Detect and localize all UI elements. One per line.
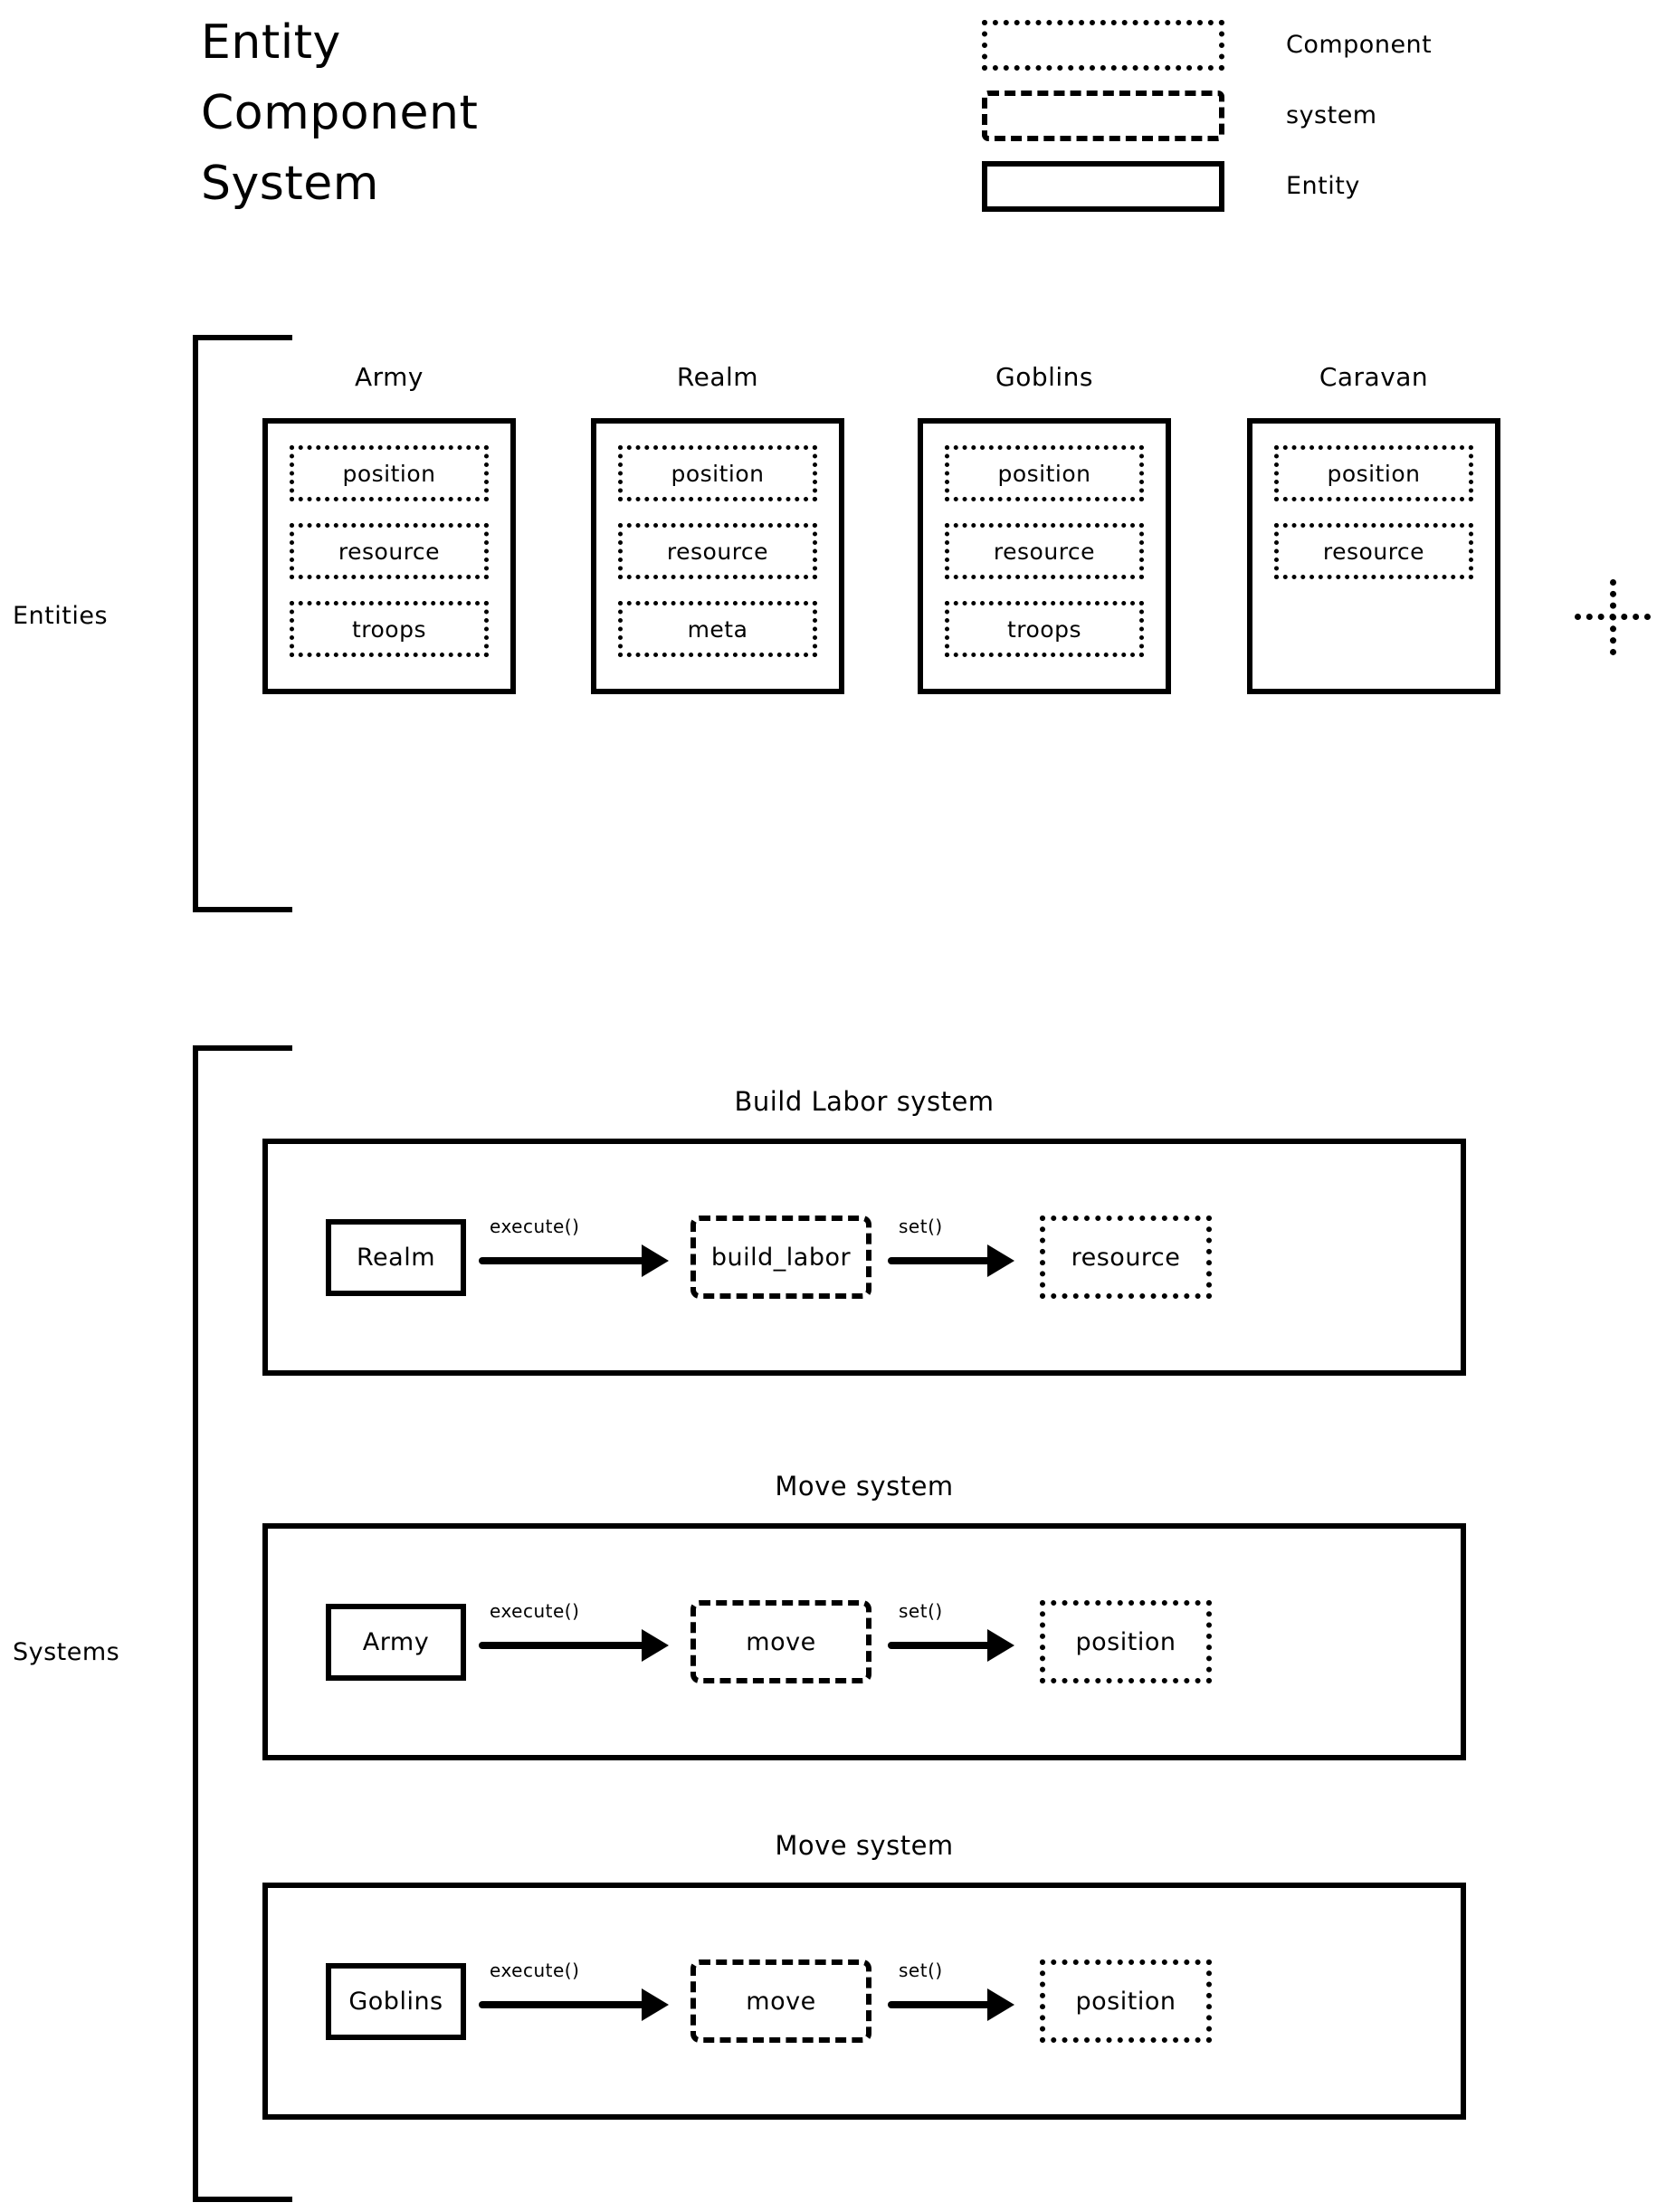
- execute-arrow-label: execute(): [490, 1216, 580, 1237]
- component-chip[interactable]: meta: [618, 601, 817, 657]
- arrow-shaft: [888, 2001, 992, 2008]
- legend-item-component: Component: [982, 13, 1543, 83]
- system-title: Build Labor system: [734, 1086, 995, 1117]
- entity-caption: Goblins: [995, 362, 1093, 392]
- entity-caption: Caravan: [1319, 362, 1429, 392]
- title-line-3: System: [201, 157, 379, 211]
- arrow-shaft: [479, 1257, 646, 1264]
- page-title: Entity Component System: [201, 7, 581, 219]
- plus-vertical-bar: [1610, 579, 1616, 655]
- arrow-shaft: [479, 2001, 646, 2008]
- dotted-plus-icon: [1575, 579, 1651, 655]
- system-box[interactable]: Goblins execute() move set() position: [262, 1883, 1466, 2120]
- entity-box[interactable]: position resource meta: [591, 418, 844, 694]
- component-chip[interactable]: position: [1274, 445, 1473, 501]
- systems-section-label: Systems: [13, 1638, 120, 1666]
- legend: Component system Entity: [982, 13, 1543, 224]
- flow-entity-box[interactable]: Realm: [326, 1218, 466, 1296]
- title-line-2: Component: [201, 86, 479, 140]
- legend-label-system: system: [1286, 101, 1377, 129]
- flow-system-box[interactable]: move: [690, 1959, 871, 2043]
- title-line-1: Entity: [201, 15, 341, 70]
- flow-component-box[interactable]: resource: [1040, 1216, 1212, 1299]
- system-flow: Army execute() move set() position: [268, 1600, 1471, 1683]
- component-chip[interactable]: resource: [945, 523, 1144, 579]
- arrow-head-icon: [987, 1244, 1014, 1277]
- system-box[interactable]: Realm execute() build_labor set() resour…: [262, 1139, 1466, 1376]
- dotted-rectangle-icon: [982, 20, 1224, 71]
- set-arrow: set(): [888, 1959, 1024, 2028]
- arrow-head-icon: [642, 1629, 669, 1662]
- arrow-head-icon: [987, 1988, 1014, 2021]
- entity-box[interactable]: position resource troops: [918, 418, 1171, 694]
- component-chip[interactable]: position: [945, 445, 1144, 501]
- execute-arrow: execute(): [479, 1959, 678, 2028]
- component-chip[interactable]: troops: [945, 601, 1144, 657]
- flow-entity-box[interactable]: Goblins: [326, 1962, 466, 2040]
- execute-arrow-label: execute(): [490, 1600, 580, 1622]
- system-title: Move system: [775, 1471, 954, 1502]
- component-chip[interactable]: troops: [290, 601, 489, 657]
- component-chip[interactable]: resource: [290, 523, 489, 579]
- legend-item-system: system: [982, 83, 1543, 154]
- legend-item-entity: Entity: [982, 154, 1543, 224]
- arrow-shaft: [888, 1257, 992, 1264]
- flow-component-box[interactable]: position: [1040, 1959, 1212, 2043]
- component-chip[interactable]: resource: [1274, 523, 1473, 579]
- execute-arrow: execute(): [479, 1216, 678, 1284]
- entity-caption: Realm: [676, 362, 759, 392]
- set-arrow: set(): [888, 1600, 1024, 1669]
- component-chip[interactable]: position: [618, 445, 817, 501]
- entity-caption: Army: [354, 362, 424, 392]
- solid-rectangle-icon: [982, 161, 1224, 212]
- set-arrow: set(): [888, 1216, 1024, 1284]
- flow-component-box[interactable]: position: [1040, 1600, 1212, 1683]
- system-flow: Realm execute() build_labor set() resour…: [268, 1216, 1471, 1299]
- arrow-head-icon: [987, 1629, 1014, 1662]
- arrow-shaft: [888, 1642, 992, 1649]
- component-chip[interactable]: resource: [618, 523, 817, 579]
- legend-label-entity: Entity: [1286, 172, 1360, 200]
- system-box[interactable]: Army execute() move set() position: [262, 1523, 1466, 1760]
- set-arrow-label: set(): [899, 1216, 943, 1237]
- entities-bracket: [193, 335, 292, 912]
- arrow-head-icon: [642, 1988, 669, 2021]
- set-arrow-label: set(): [899, 1600, 943, 1622]
- component-chip[interactable]: position: [290, 445, 489, 501]
- entity-box[interactable]: position resource troops: [262, 418, 516, 694]
- dashed-rounded-rectangle-icon: [982, 91, 1224, 141]
- arrow-head-icon: [642, 1244, 669, 1277]
- flow-entity-box[interactable]: Army: [326, 1603, 466, 1681]
- entity-box[interactable]: position resource: [1247, 418, 1500, 694]
- flow-system-box[interactable]: build_labor: [690, 1216, 871, 1299]
- execute-arrow-label: execute(): [490, 1959, 580, 1981]
- arrow-shaft: [479, 1642, 646, 1649]
- set-arrow-label: set(): [899, 1959, 943, 1981]
- system-flow: Goblins execute() move set() position: [268, 1959, 1471, 2043]
- entities-section-label: Entities: [13, 602, 109, 630]
- system-title: Move system: [775, 1830, 954, 1861]
- legend-label-component: Component: [1286, 31, 1433, 59]
- systems-bracket: [193, 1045, 292, 2202]
- flow-system-box[interactable]: move: [690, 1600, 871, 1683]
- execute-arrow: execute(): [479, 1600, 678, 1669]
